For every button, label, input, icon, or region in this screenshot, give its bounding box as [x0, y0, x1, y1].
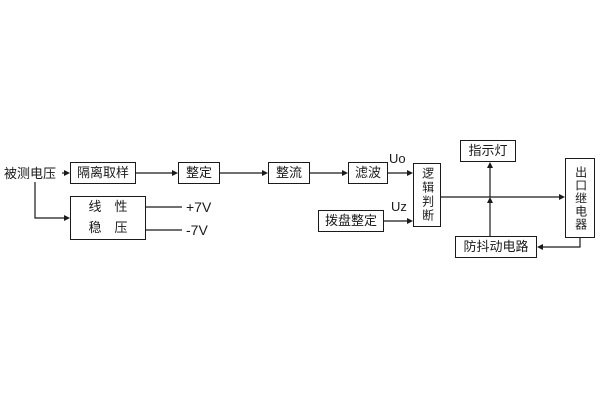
- wire-setting-to-rectifier: [220, 170, 268, 176]
- uz-signal-label: Uz: [391, 199, 407, 214]
- wire-antijitter-to-junction: [487, 197, 493, 236]
- isolation-sampling-box: 隔离取样: [70, 162, 136, 184]
- wire-input-branch-to-regulator: [34, 182, 70, 221]
- logic-judgment-box: 逻辑判断: [413, 163, 441, 227]
- setting-box: 整定: [178, 162, 220, 184]
- anti-jitter-box: 防抖动电路: [455, 236, 537, 258]
- linear-regulator-box: 线 性 稳 压: [70, 196, 146, 240]
- logic-judgment-label: 逻辑判断: [420, 167, 435, 223]
- dial-setting-box: 拨盘整定: [318, 210, 384, 232]
- wire-junction-to-indicator: [487, 162, 493, 197]
- linear-regulator-line2: 稳 压: [88, 220, 128, 236]
- linear-regulator-line1: 线 性: [88, 199, 128, 215]
- wire-dial-to-logic: [384, 218, 413, 224]
- wire-relay-to-antijitter: [537, 238, 581, 250]
- wire-rectifier-to-filter: [310, 170, 348, 176]
- wire-logic-to-relay: [441, 194, 565, 200]
- indicator-lamp-box: 指示灯: [460, 140, 516, 162]
- wire-filter-to-logic: [388, 170, 413, 176]
- output-relay-box: 出口继电器: [565, 158, 595, 238]
- wire-input-to-isolation: [62, 170, 70, 176]
- wire-isolation-to-setting: [136, 170, 178, 176]
- input-voltage-label: 被测电压: [4, 166, 57, 181]
- minus-7v-label: -7V: [186, 222, 208, 238]
- output-relay-label: 出口继电器: [573, 165, 588, 231]
- plus-7v-label: +7V: [186, 199, 212, 215]
- rectifier-box: 整流: [268, 162, 310, 184]
- uo-signal-label: Uo: [389, 151, 406, 166]
- filter-box: 滤波: [348, 162, 388, 184]
